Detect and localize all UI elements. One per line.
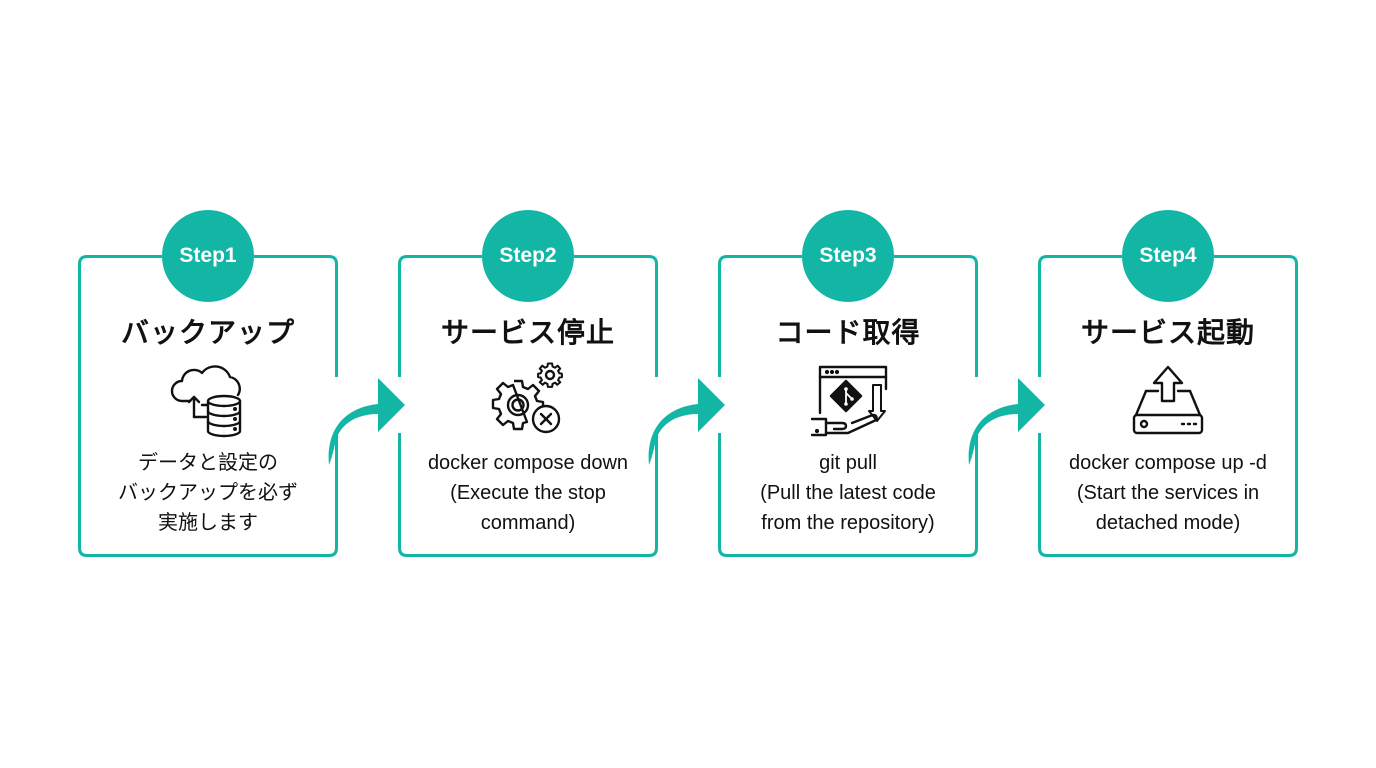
step-description-line: command) (480, 512, 576, 534)
step-description-line: (Pull the latest code (760, 482, 936, 504)
step-badge: Step3 (802, 210, 894, 302)
step-title: サービス起動 (1080, 316, 1255, 349)
step-card-border (398, 255, 658, 557)
step-badge: Step2 (482, 210, 574, 302)
step-description-line: docker compose down (427, 452, 629, 474)
step-description-line: バックアップを必ず (118, 482, 298, 504)
curved-arrow-right-icon (968, 378, 1045, 465)
step-card-border (78, 255, 338, 557)
step-title: コード取得 (775, 316, 921, 349)
curved-arrow-right-icon (648, 378, 725, 465)
drive-upload-icon (1128, 359, 1208, 439)
step-description: docker compose down (Execute the stop co… (402, 448, 654, 538)
curved-arrow-right-icon (328, 378, 405, 465)
step-description-line: データと設定の (138, 452, 278, 474)
step-description-line: from the repository) (761, 512, 935, 534)
step-badge-label: Step1 (179, 244, 237, 267)
step-badge-label: Step2 (499, 244, 557, 267)
step-description-line: docker compose up -d (1069, 452, 1267, 474)
step-card-1: Step1 バックアップ データと設定の バックアップを必ず 実施します (78, 210, 338, 557)
step-badge-label: Step3 (819, 244, 877, 267)
step-card-4: Step4 サービス起動 docker compose up -d (Start… (1038, 210, 1298, 557)
step-card-border (718, 255, 978, 557)
step-description: git pull (Pull the latest code from the … (722, 448, 974, 538)
step-description: docker compose up -d (Start the services… (1042, 448, 1294, 538)
step-badge: Step4 (1122, 210, 1214, 302)
step-description-line: git pull (819, 452, 877, 474)
step-description-line: (Start the services in (1076, 482, 1260, 504)
step-card-border (1038, 255, 1298, 557)
step-card-2: Step2 サービス停止 docker compose down (Execut… (398, 210, 658, 557)
step-description-line: (Execute the stop (450, 482, 606, 504)
git-pull-hand-icon (808, 359, 888, 439)
step-badge: Step1 (162, 210, 254, 302)
cloud-database-backup-icon (168, 359, 248, 439)
step-title: サービス停止 (440, 316, 615, 349)
step-card-3: Step3 コード取得 git pull (Pull the latest co… (718, 210, 978, 557)
step-description-line: detached mode) (1095, 512, 1241, 534)
step-title: バックアップ (120, 316, 295, 349)
step-description: データと設定の バックアップを必ず 実施します (82, 448, 334, 538)
step-badge-label: Step4 (1139, 244, 1197, 267)
gears-stop-icon (488, 359, 568, 439)
step-description-line: 実施します (158, 512, 258, 534)
